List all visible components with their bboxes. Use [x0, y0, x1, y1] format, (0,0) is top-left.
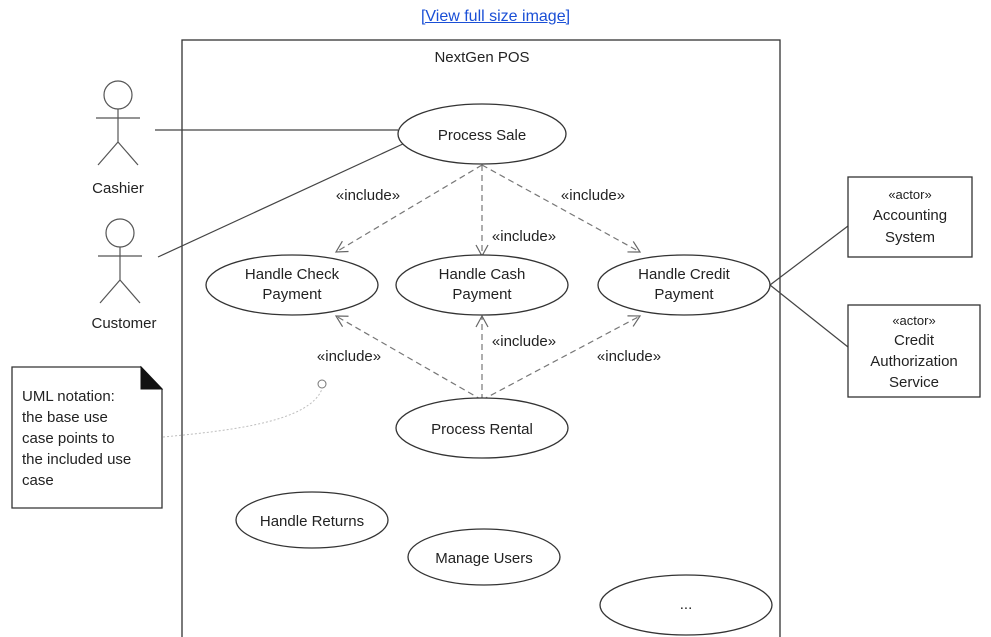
accounting-line2: System	[885, 229, 935, 246]
use-case-process-rental-label: Process Rental	[431, 421, 533, 438]
use-case-handle-credit-payment[interactable]: Handle Credit Payment	[597, 254, 771, 316]
association-credit-authorization	[769, 284, 849, 348]
accounting-line1: Accounting	[873, 207, 947, 224]
note-line-1: UML notation:	[22, 388, 115, 405]
include-label-sale-cash: «include»	[492, 228, 556, 245]
include-arrow-sale-check	[334, 164, 483, 253]
view-full-size-link[interactable]: [View full size image]	[420, 8, 571, 25]
credit-auth-stereotype: «actor»	[892, 313, 935, 328]
use-case-handle-check-payment[interactable]: Handle Check Payment	[205, 254, 379, 316]
use-case-handle-returns[interactable]: Handle Returns	[235, 491, 389, 549]
use-case-handle-credit-line1: Handle Credit	[638, 266, 731, 283]
association-customer-process-sale	[157, 142, 406, 258]
use-case-process-sale-label: Process Sale	[438, 127, 526, 144]
use-case-process-sale[interactable]: Process Sale	[397, 103, 567, 165]
uml-note: UML notation: the base use case points t…	[11, 365, 164, 509]
system-boundary	[181, 39, 781, 637]
include-label-rental-credit: «include»	[597, 348, 661, 365]
actor-cashier-label: Cashier	[92, 180, 144, 197]
use-case-handle-credit-line2: Payment	[654, 286, 714, 303]
use-case-more-label: ...	[680, 596, 693, 613]
note-anchor-circle	[317, 379, 327, 389]
use-case-manage-users-label: Manage Users	[435, 550, 533, 567]
actor-customer-label: Customer	[91, 315, 156, 332]
use-case-handle-returns-label: Handle Returns	[260, 513, 364, 530]
system-title: NextGen POS	[434, 49, 529, 66]
association-credit-accounting	[769, 225, 849, 286]
accounting-stereotype: «actor»	[888, 187, 931, 202]
include-label-rental-cash: «include»	[492, 333, 556, 350]
include-arrow-sale-credit	[481, 164, 642, 253]
actor-cashier[interactable]	[96, 80, 140, 166]
credit-auth-line1: Credit	[894, 332, 935, 349]
use-case-handle-cash-payment[interactable]: Handle Cash Payment	[395, 254, 569, 316]
credit-auth-line2: Authorization	[870, 353, 958, 370]
include-label-rental-check: «include»	[317, 348, 381, 365]
actor-customer[interactable]	[98, 218, 142, 304]
use-case-manage-users[interactable]: Manage Users	[407, 528, 561, 586]
use-case-handle-cash-line1: Handle Cash	[439, 266, 526, 283]
note-line-4: the included use	[22, 451, 131, 468]
actor-accounting-system[interactable]: «actor» Accounting System	[847, 176, 973, 258]
include-arrow-rental-check	[334, 315, 483, 401]
use-case-process-rental[interactable]: Process Rental	[395, 397, 569, 459]
include-label-sale-credit: «include»	[561, 187, 625, 204]
note-line-5: case	[22, 472, 54, 489]
actor-credit-authorization-service[interactable]: «actor» Credit Authorization Service	[847, 304, 981, 398]
note-anchor-line	[162, 388, 323, 438]
use-case-handle-check-line1: Handle Check	[245, 266, 340, 283]
use-case-handle-check-line2: Payment	[262, 286, 322, 303]
credit-auth-line3: Service	[889, 374, 939, 391]
include-label-sale-check: «include»	[336, 187, 400, 204]
use-case-more[interactable]: ...	[599, 574, 773, 636]
use-case-handle-cash-line2: Payment	[452, 286, 512, 303]
note-line-3: case points to	[22, 430, 115, 447]
note-line-2: the base use	[22, 409, 108, 426]
